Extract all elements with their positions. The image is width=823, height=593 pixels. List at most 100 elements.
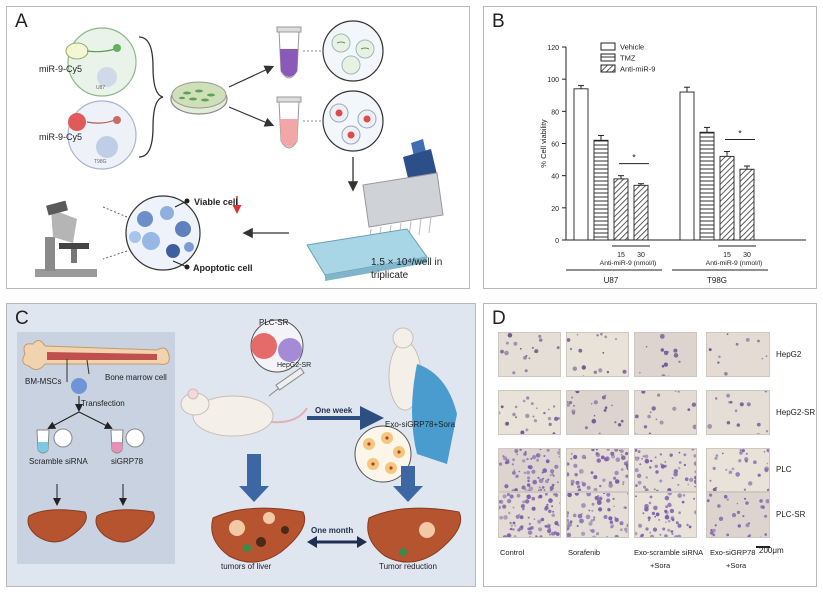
panel-c-letter: C — [15, 308, 29, 329]
stained-cell-dots — [634, 447, 699, 493]
bar-u87-2 — [613, 178, 629, 241]
column-label-1: Control — [500, 548, 525, 557]
one-month-label: One month — [311, 526, 354, 535]
stained-cell-dots — [633, 389, 698, 437]
micrograph-plc-1 — [498, 448, 562, 495]
stained-cell-dots — [565, 491, 631, 541]
y-tick-label: 20 — [551, 206, 559, 213]
t98g-cell-icon — [67, 100, 137, 170]
bar-t98g-2 — [719, 155, 735, 241]
row-label-plc-sr: PLC-SR — [776, 510, 806, 519]
scale-bar-label: 200μm — [759, 546, 784, 555]
mouse-left-icon — [180, 388, 308, 437]
stained-cell-dots — [500, 333, 560, 379]
panel-c: C — [6, 303, 476, 587]
liver-reduced-icon — [367, 507, 462, 563]
well-plate-icon — [306, 228, 428, 281]
micrograph-hepg2-sr-2 — [566, 389, 629, 435]
tumors-of-liver-label: tumors of liver — [221, 562, 272, 571]
liver-tumor-icon — [211, 507, 306, 563]
scramble-tube-icon — [36, 429, 50, 454]
micrograph-plc-sr-4 — [706, 492, 770, 539]
legend-label: Anti-miR-9 — [620, 65, 655, 74]
bar-t98g-0 — [679, 91, 695, 241]
density-label-2: triplicate — [371, 270, 409, 281]
bar-u87-0 — [573, 88, 589, 241]
stained-cell-dots — [709, 448, 771, 492]
stained-cell-dots — [497, 492, 563, 541]
viable-cell-label: Viable cell — [194, 197, 238, 207]
row-label-hepg2-sr: HepG2-SR — [776, 407, 816, 417]
micrograph-hepg2-sr-4 — [706, 389, 770, 438]
stained-cells-zoom — [125, 195, 201, 271]
mir9-label-top: miR-9-Cy5 — [39, 64, 83, 74]
bone-marrow-label: Bone marrow cell — [105, 373, 167, 382]
stained-cell-dots — [497, 396, 560, 436]
scale-bar — [756, 546, 770, 548]
sigrp78-tube-icon — [110, 429, 124, 454]
stained-cell-dots — [565, 447, 631, 493]
one-week-label: One week — [315, 406, 353, 415]
apoptotic-cell-label: Apoptotic cell — [193, 263, 253, 273]
y-tick-label: 40 — [551, 174, 559, 181]
scramble-sirna-label: Scramble siRNA — [29, 457, 88, 466]
bar-u87-3 — [633, 184, 649, 241]
micrograph-hepg2-1 — [498, 332, 561, 379]
y-tick-label: 80 — [551, 109, 559, 116]
purple-tube-icon — [276, 26, 302, 79]
stained-cell-dots — [707, 389, 769, 438]
stained-cell-dots — [566, 389, 624, 435]
multichannel-pipette-icon — [362, 139, 444, 246]
stained-cell-dots — [566, 332, 627, 377]
panel-c-diagram — [17, 319, 462, 564]
legend-label: TMZ — [620, 54, 636, 63]
micrograph-plc-2 — [565, 447, 631, 493]
group-label-u87: U87 — [604, 276, 619, 285]
stained-cell-dots — [498, 448, 562, 495]
micrograph-hepg2-sr-3 — [633, 389, 698, 437]
column-label-3: Exo-scramble siRNA — [634, 548, 704, 557]
panel-a-diagram — [35, 20, 444, 281]
dose-label: 30 — [637, 252, 645, 259]
plc-sr-label: PLC-SR — [259, 318, 289, 327]
mouse-held-icon — [388, 327, 457, 464]
mir9-label-bottom: miR-9-Cy5 — [39, 132, 83, 142]
tumor-reduction-label: Tumor reduction — [379, 562, 437, 571]
micrograph-hepg2-2 — [566, 332, 629, 377]
dose-label: 15 — [617, 252, 625, 259]
bar-t98g-3 — [739, 168, 755, 241]
stained-cell-dots — [638, 334, 681, 380]
y-tick-label: 60 — [551, 142, 559, 149]
zoom-red-cells — [322, 90, 384, 152]
panel-b-letter: B — [492, 11, 505, 32]
petri-dish-icon — [170, 81, 228, 115]
liver-small-right-icon — [95, 509, 155, 543]
legend-swatch — [600, 64, 616, 73]
dose-group-label: Anti-miR-9 (nmol/l) — [706, 260, 763, 267]
u87-cell-icon — [65, 27, 137, 97]
hepg2-sr-label: HepG2-SR — [277, 362, 312, 369]
row-label-hepg2: HepG2 — [776, 349, 802, 359]
y-tick-label: 120 — [547, 45, 559, 52]
exo-sigrp78-label: Exo-siGRP78+Sora — [385, 420, 456, 429]
column-sublabel-3: +Sora — [650, 561, 671, 570]
y-tick-label: 0 — [555, 238, 559, 245]
sigrp78-label: siGRP78 — [111, 457, 144, 466]
micrograph-plc-3 — [634, 447, 699, 493]
significance-star: * — [738, 129, 742, 139]
significance-star: * — [632, 153, 636, 163]
stained-cell-dots — [708, 333, 768, 376]
panel-a: A — [6, 6, 470, 289]
transfection-label: Transfection — [81, 399, 125, 408]
bm-mscs-label: BM-MSCs — [25, 377, 62, 386]
bar-u87-1 — [593, 139, 609, 241]
legend-label: Vehicle — [620, 43, 644, 52]
bone-icon — [22, 340, 170, 370]
micrograph-hepg2-3 — [634, 332, 697, 380]
density-label-1: 1.5 × 10⁴/well in — [371, 257, 443, 268]
dose-group-label: Anti-miR-9 (nmol/l) — [600, 260, 657, 267]
row-label-plc: PLC — [776, 465, 792, 474]
